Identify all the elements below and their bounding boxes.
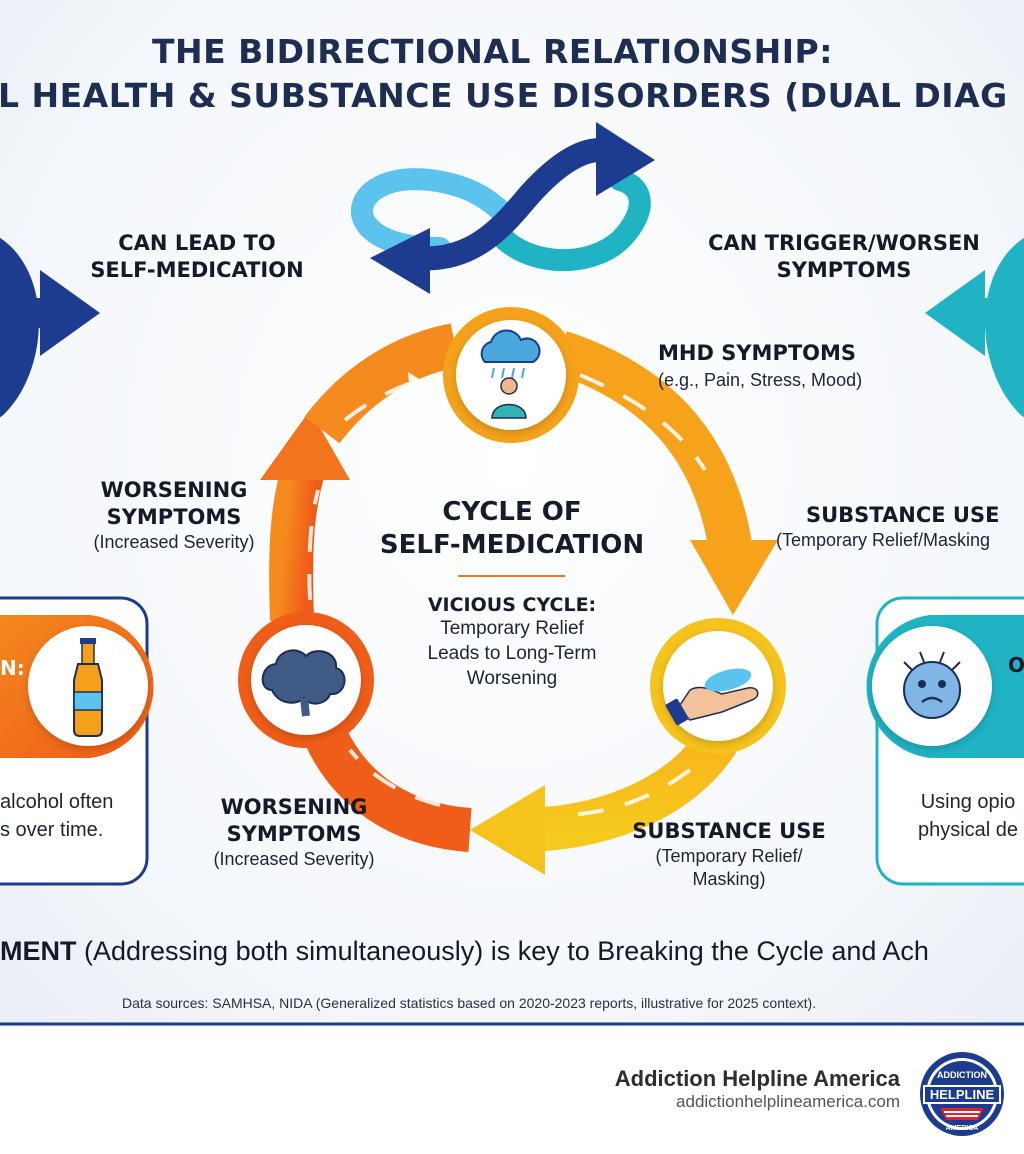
cycle-ring [260, 323, 778, 875]
hand-pills-icon [665, 668, 759, 726]
worsening-bottom-label: WORSENING SYMPTOMS (Increased Severity) [213, 795, 375, 869]
right-arrow-icon [925, 239, 1024, 418]
substance-node [650, 618, 786, 754]
left-arrow-icon [0, 239, 100, 418]
worsening-node [238, 612, 374, 748]
worsening-left-label: WORSENING SYMPTOMS (Increased Severity) [93, 478, 255, 552]
anxious-face-icon [903, 651, 961, 719]
svg-text:AMERICA: AMERICA [946, 1125, 979, 1132]
substance-right-label: SUBSTANCE USE (Temporary Relief/Masking [776, 503, 1000, 550]
right-card-label: O [1008, 653, 1024, 677]
infinity-arrows-icon [351, 122, 655, 294]
right-top-label: CAN TRIGGER/WORSEN SYMPTOMS [708, 231, 980, 282]
substance-bottom-label: SUBSTANCE USE (Temporary Relief/ Masking… [632, 819, 826, 889]
brand-name: Addiction Helpline America [614, 1066, 900, 1091]
brain-cloud-icon [261, 649, 346, 717]
svg-text:HELPLINE: HELPLINE [930, 1087, 995, 1102]
title-line-2: L HEALTH & SUBSTANCE USE DISORDERS (DUAL… [0, 76, 1008, 115]
center-title: CYCLE OF SELF-MEDICATION [379, 497, 645, 560]
mhd-node [443, 307, 579, 443]
svg-text:ADDICTION: ADDICTION [937, 1070, 987, 1080]
vicious-cycle: VICIOUS CYCLE: Temporary Relief Leads to… [427, 594, 597, 689]
diagram-artwork [0, 122, 1024, 1026]
rain-cloud-person-icon [480, 329, 541, 419]
diagram-area: THE BIDIRECTIONAL RELATIONSHIP: L HEALTH… [0, 0, 1024, 1026]
left-card-label: N: [0, 656, 25, 680]
right-card [866, 596, 1024, 886]
title-line-1: THE BIDIRECTIONAL RELATIONSHIP: [152, 32, 833, 71]
brand-url[interactable]: addictionhelplineamerica.com [676, 1092, 900, 1111]
left-card [0, 596, 154, 886]
footer: Addiction Helpline America addictionhelp… [0, 1026, 1024, 1154]
beer-bottle-icon [73, 638, 103, 737]
left-top-label: CAN LEAD TO SELF-MEDICATION [90, 231, 304, 282]
left-card-text: alcohol often s over time. [0, 791, 114, 841]
data-sources: Data sources: SAMHSA, NIDA (Generalized … [122, 995, 817, 1011]
bottom-statement: MENT (Addressing both simultaneously) is… [0, 936, 929, 966]
right-card-text: Using opio physical de [917, 791, 1019, 841]
mhd-label: MHD SYMPTOMS (e.g., Pain, Stress, Mood) [658, 341, 863, 390]
helpline-logo-icon: ADDICTION HELPLINE AMERICA [920, 1052, 1004, 1136]
